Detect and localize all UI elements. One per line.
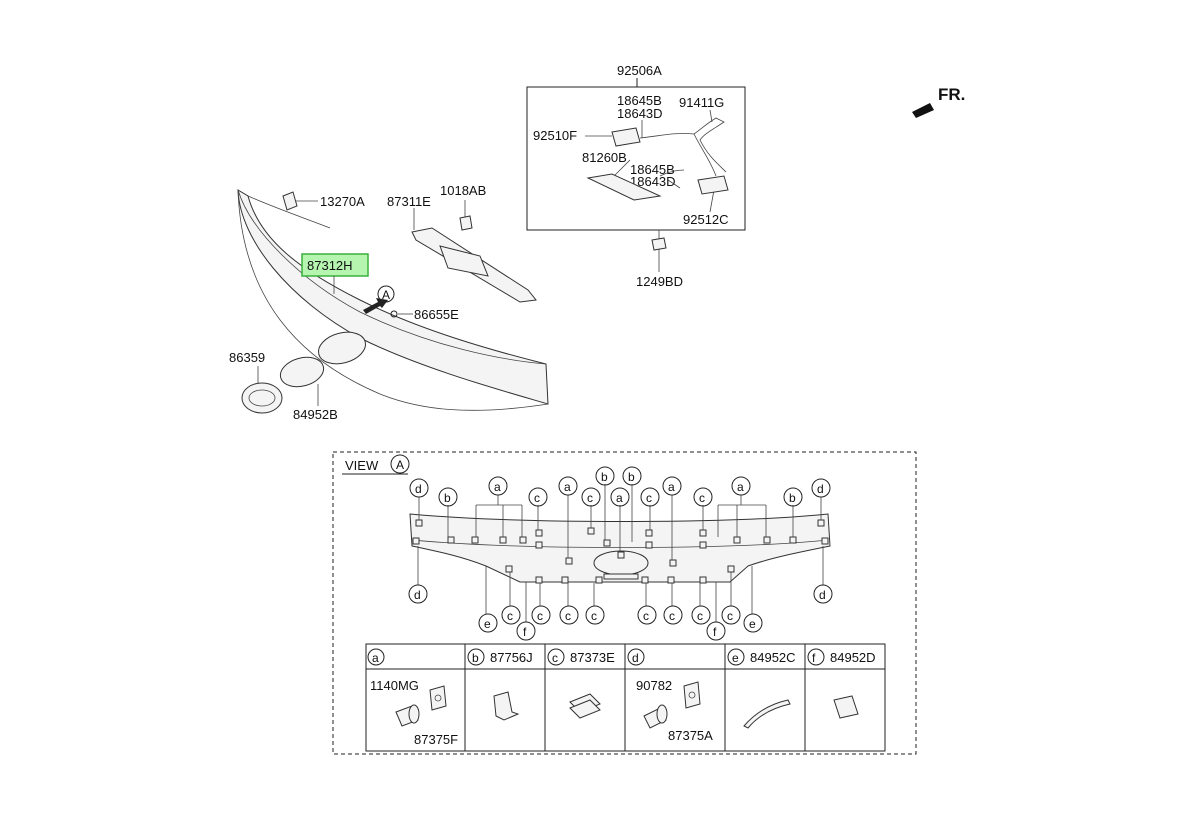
pad-f-icon xyxy=(833,695,859,719)
label-92510F: 92510F xyxy=(533,128,577,143)
label-91411G: 91411G xyxy=(679,95,724,110)
callout-bottom-8: c xyxy=(643,609,649,623)
garnish-assembly-group: 13270A 86359 84952B 87312H A 86655E xyxy=(229,189,549,422)
highlight-box[interactable] xyxy=(301,253,369,277)
strip-e-icon xyxy=(743,699,791,729)
legend-a-sub1: 1140MG xyxy=(370,678,419,693)
label-92506A: 92506A xyxy=(617,63,662,78)
legend-letter-f: f xyxy=(812,651,816,665)
callout-bottom-9: c xyxy=(669,609,675,623)
emblem-pad-upper xyxy=(317,331,367,365)
front-label: FR. xyxy=(938,85,965,104)
callout-bottom-6: c xyxy=(565,609,571,623)
screw-icon xyxy=(651,237,667,251)
callouts-bottom: d e c f c c c c c c f c e d xyxy=(408,584,833,641)
view-a-section: VIEW A xyxy=(332,451,917,755)
callout-bottom-14: d xyxy=(819,588,826,602)
clip-markers xyxy=(412,519,829,584)
callout-top-15: d xyxy=(817,482,824,496)
callout-leaders-bottom xyxy=(417,546,824,622)
callout-bottom-4: f xyxy=(523,625,527,639)
callout-bottom-12: c xyxy=(727,609,733,623)
legend-part-b: 87756J xyxy=(490,650,533,665)
callout-bottom-13: e xyxy=(749,617,756,631)
callout-bottom-2: e xyxy=(484,617,491,631)
callout-bottom-10: c xyxy=(697,609,703,623)
callout-top-12: c xyxy=(699,491,705,505)
callout-top-3: a xyxy=(494,480,501,494)
callout-top-14: b xyxy=(789,491,796,505)
view-a-arrow-icon xyxy=(363,298,388,314)
callout-bottom-5: c xyxy=(537,609,543,623)
legend-letter-d: d xyxy=(632,651,639,665)
callout-bottom-1: d xyxy=(414,588,421,602)
washer-icon xyxy=(429,685,447,711)
callouts-top: d b a c a c b a b c a c a b d xyxy=(409,466,831,507)
legend-letter-b: b xyxy=(472,651,479,665)
emblem-badge xyxy=(241,382,283,414)
callout-top-9: b xyxy=(628,470,635,484)
label-81260B: 81260B xyxy=(582,150,627,165)
legend-a-sub2: 87375F xyxy=(414,732,458,747)
wire-harness xyxy=(639,117,727,173)
legend-part-f: 84952D xyxy=(830,650,876,665)
callout-leaders-top xyxy=(418,484,822,560)
view-a-box xyxy=(332,451,917,755)
emblem-pad-lower xyxy=(279,356,325,388)
label-18643D-lower: 18643D xyxy=(630,174,676,189)
label-1018AB: 1018AB xyxy=(440,183,486,198)
callout-top-4: c xyxy=(534,491,540,505)
wiring-assembly-group: 92506A 18645B 18643D 91411G 92510F 81260… xyxy=(526,63,746,289)
label-18643D-upper: 18643D xyxy=(617,106,663,121)
label-87312H[interactable]: 87312H xyxy=(307,258,353,273)
legend-letter-e: e xyxy=(732,651,739,665)
callout-top-1: d xyxy=(415,482,422,496)
label-18645B-lower: 18645B xyxy=(630,162,675,177)
label-1249BD: 1249BD xyxy=(636,274,683,289)
callout-bottom-3: c xyxy=(507,609,513,623)
callout-top-2: b xyxy=(444,491,451,505)
label-87311E: 87311E xyxy=(387,194,431,209)
clip-b-icon xyxy=(493,691,520,721)
label-86655E: 86655E xyxy=(414,307,459,322)
legend-letter-c: c xyxy=(552,651,558,665)
callout-bottom-11: f xyxy=(713,625,717,639)
callout-top-6: c xyxy=(587,491,593,505)
wiring-assembly-box xyxy=(526,86,746,231)
label-92512C: 92512C xyxy=(683,212,729,227)
front-arrow-icon xyxy=(912,103,934,118)
bolt-icon xyxy=(459,215,473,231)
license-lamp-left xyxy=(611,127,641,147)
legend-d-sub1: 90782 xyxy=(636,678,672,693)
view-a-marker-letter: A xyxy=(382,288,390,302)
callout-bottom-7: c xyxy=(591,609,597,623)
view-a-marker xyxy=(377,285,395,303)
label-86359: 86359 xyxy=(229,350,265,365)
clip-nut-icon xyxy=(282,191,298,211)
license-lamp-right xyxy=(697,175,729,195)
legend-part-c: 87373E xyxy=(570,650,615,665)
washer-d-icon xyxy=(683,681,701,709)
legend-letter-a: a xyxy=(372,651,379,665)
label-13270A: 13270A xyxy=(320,194,365,209)
legend-table: a b 87756J c 87373E d e 84952C f 84952D … xyxy=(365,643,886,752)
callout-top-5: a xyxy=(564,480,571,494)
front-direction-indicator: FR. xyxy=(912,85,965,118)
callout-top-11: a xyxy=(668,480,675,494)
legend-part-e: 84952C xyxy=(750,650,796,665)
callout-top-13: a xyxy=(737,480,744,494)
callout-top-7: b xyxy=(601,470,608,484)
callout-top-10: c xyxy=(646,491,652,505)
legend-d-sub2: 87375A xyxy=(668,728,713,743)
callout-top-8: a xyxy=(616,491,623,505)
view-ref-letter: A xyxy=(396,458,404,472)
label-18645B-upper: 18645B xyxy=(617,93,662,108)
handle-assembly-group: 87311E 1018AB xyxy=(387,183,537,303)
label-84952B: 84952B xyxy=(293,407,338,422)
view-title: VIEW xyxy=(345,458,379,473)
lamp-bracket xyxy=(586,173,662,201)
